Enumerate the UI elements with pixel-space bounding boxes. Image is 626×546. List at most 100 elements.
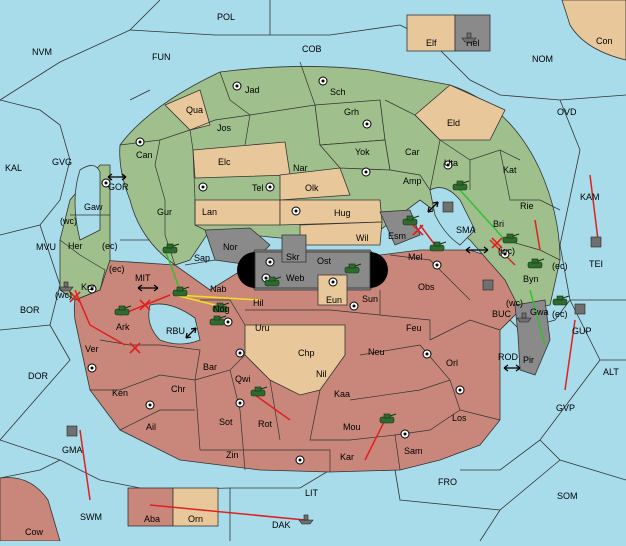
kat-label: Kat	[503, 165, 517, 175]
con-label: Con	[596, 36, 613, 46]
nar-label: Nar	[293, 163, 308, 173]
alt-label: ALT	[603, 367, 619, 377]
rie-label: Rie	[520, 201, 534, 211]
tank-icon	[172, 286, 190, 297]
ec4-label: (ec)	[552, 309, 568, 319]
olk-region[interactable]	[279, 167, 351, 201]
ost-label: Ost	[317, 256, 332, 266]
chp-nil-region[interactable]	[244, 324, 346, 396]
bri-label: Bri	[493, 219, 504, 229]
sot-label: Sot	[219, 417, 233, 427]
nom-label: NOM	[532, 54, 553, 64]
qwi-label: Qwi	[235, 374, 251, 384]
supply-centers	[87, 76, 510, 465]
gur-label: Gur	[157, 207, 172, 217]
wil-region[interactable]	[299, 221, 383, 246]
tank-icon	[162, 243, 180, 254]
nvm-label: NVM	[32, 47, 52, 57]
gvg-label: GVG	[52, 157, 72, 167]
elf-label: Elf	[426, 38, 437, 48]
qua-label: Qua	[186, 105, 203, 115]
supply-center-icon	[87, 363, 97, 373]
skr-region[interactable]	[281, 234, 307, 263]
tei-label: TEI	[589, 259, 603, 269]
supply-center-icon	[400, 429, 410, 439]
supply-center-icon	[265, 182, 275, 192]
nor-label: Nor	[223, 242, 238, 252]
hug-label: Hug	[334, 208, 351, 218]
con-region[interactable]	[561, 0, 626, 61]
gaw-label: Gaw	[84, 202, 103, 212]
fro-label: FRO	[438, 477, 457, 487]
supply-center-icon	[235, 398, 245, 408]
sma-label: SMA	[456, 225, 476, 235]
swm-label: SWM	[80, 512, 102, 522]
pir-label: Pir	[523, 355, 534, 365]
supply-center-icon	[223, 317, 233, 327]
obs-label: Obs	[418, 282, 435, 292]
wc1-label: (wc)	[60, 216, 77, 226]
supply-center-icon	[101, 178, 111, 188]
ovd-label: OVD	[557, 107, 577, 117]
gor-lake[interactable]	[74, 165, 101, 241]
boat-icon	[482, 279, 494, 291]
kor-label: Kor	[81, 282, 95, 292]
tank-icon	[429, 241, 447, 252]
qua-region[interactable]	[164, 89, 211, 131]
hel-region[interactable]	[454, 14, 491, 52]
ken-label: Ken	[112, 388, 128, 398]
bar-label: Bar	[203, 362, 217, 372]
uru-label: Uru	[255, 323, 270, 333]
sap-label: Sap	[194, 253, 210, 263]
supply-center-icon	[232, 81, 242, 91]
supply-center-icon	[500, 249, 510, 259]
ver-label: Ver	[85, 344, 99, 354]
elf-region[interactable]	[406, 14, 456, 52]
grh-label: Grh	[344, 107, 359, 117]
ec3-label: (ec)	[109, 264, 125, 274]
gor-label: GOR	[108, 182, 129, 192]
jos-label: Jos	[217, 123, 232, 133]
cob-label: COB	[302, 44, 322, 54]
chr-label: Chr	[171, 384, 186, 394]
tank-icon	[527, 258, 545, 269]
car-label: Car	[405, 147, 420, 157]
kar-label: Kar	[340, 452, 354, 462]
zin-label: Zin	[226, 450, 239, 460]
supply-center-icon	[422, 349, 432, 359]
eun-region[interactable]	[317, 274, 348, 306]
lan-label: Lan	[202, 207, 217, 217]
mvu-label: MVU	[36, 242, 56, 252]
yok-label: Yok	[355, 147, 370, 157]
sma-lake[interactable]	[429, 187, 476, 246]
cow-region[interactable]	[0, 477, 61, 542]
jad-label: Jad	[245, 85, 260, 95]
neu-label: Neu	[368, 347, 385, 357]
amp-label: Amp	[403, 176, 422, 186]
tank-icon	[264, 276, 282, 287]
tank-icon	[114, 305, 132, 316]
boat-icon	[66, 425, 78, 437]
supply-center-icon	[362, 119, 372, 129]
chp-label: Chp	[298, 348, 315, 358]
aba-label: Aba	[144, 514, 160, 524]
nog-label: Nog	[213, 304, 230, 314]
supply-center-icon	[361, 167, 371, 177]
supply-center-icon	[265, 257, 275, 267]
tank-icon	[452, 180, 470, 191]
elc-label: Elc	[218, 157, 231, 167]
can-label: Can	[136, 150, 153, 160]
supply-center-icon	[235, 348, 245, 358]
supply-center-icon	[135, 137, 145, 147]
mou-label: Mou	[343, 422, 361, 432]
los-label: Los	[452, 413, 467, 423]
units	[58, 32, 602, 525]
supply-center-icon	[291, 206, 301, 216]
uta-label: Uta	[444, 158, 458, 168]
tank-icon	[212, 302, 230, 313]
supply-center-icon	[328, 277, 338, 287]
esm-label: Esm	[388, 231, 406, 241]
boat-icon	[461, 32, 477, 43]
tank-icon	[209, 315, 227, 326]
